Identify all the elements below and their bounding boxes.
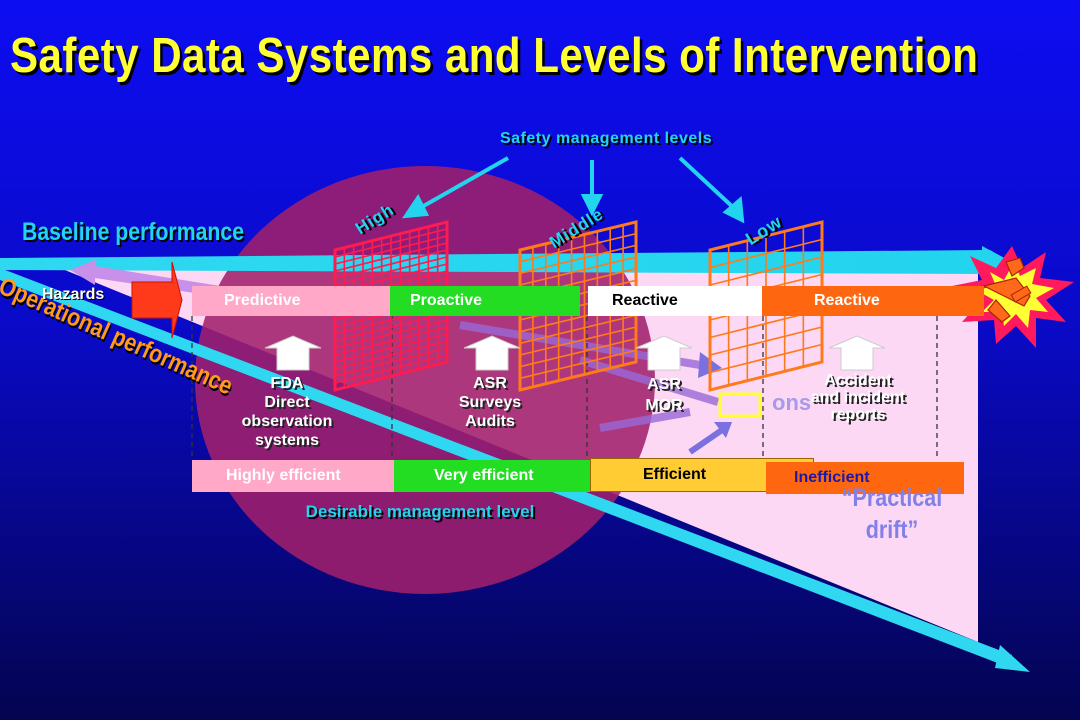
drift-arrow-4-head	[714, 422, 732, 438]
baseline-performance-label: Baseline performance	[22, 218, 245, 246]
up-arrow-proactive	[463, 335, 521, 371]
up-arrow-reactive-2	[828, 335, 886, 371]
stage-predictive: Predictive	[192, 286, 394, 316]
entry-arrow	[131, 261, 183, 339]
explosion-icon	[952, 246, 1074, 348]
partial-label-box	[718, 392, 762, 418]
efficiency-highly-efficient: Highly efficient	[192, 460, 422, 492]
drift-arrow-2	[578, 356, 720, 406]
efficiency-inefficient: Inefficient	[766, 462, 964, 494]
hazards-label: Hazards	[42, 286, 105, 303]
efficiency-very-efficient: Very efficient	[394, 460, 624, 492]
partial-label: ons	[772, 390, 812, 415]
safety-management-levels-label: Safety management levels	[500, 130, 713, 147]
level-pointer-arrows	[401, 156, 745, 224]
drift-arrow-4	[688, 427, 724, 455]
up-arrow-predictive	[264, 335, 322, 371]
stage-reactive-2: Reactive	[762, 286, 984, 316]
stage-proactive: Proactive	[390, 286, 580, 316]
column-separators	[191, 316, 938, 460]
operational-performance-arrowhead	[995, 645, 1030, 672]
practical-drift-label: “Practical drift”	[841, 484, 943, 544]
page-title: Safety Data Systems and Levels of Interv…	[10, 29, 979, 83]
up-arrow-reactive-1	[635, 335, 693, 371]
desirable-management-level-label: Desirable management level	[305, 502, 535, 521]
stage-reactive-1: Reactive	[588, 286, 782, 316]
drift-arrow-3	[599, 408, 691, 432]
data-flow-arrows	[264, 335, 886, 371]
